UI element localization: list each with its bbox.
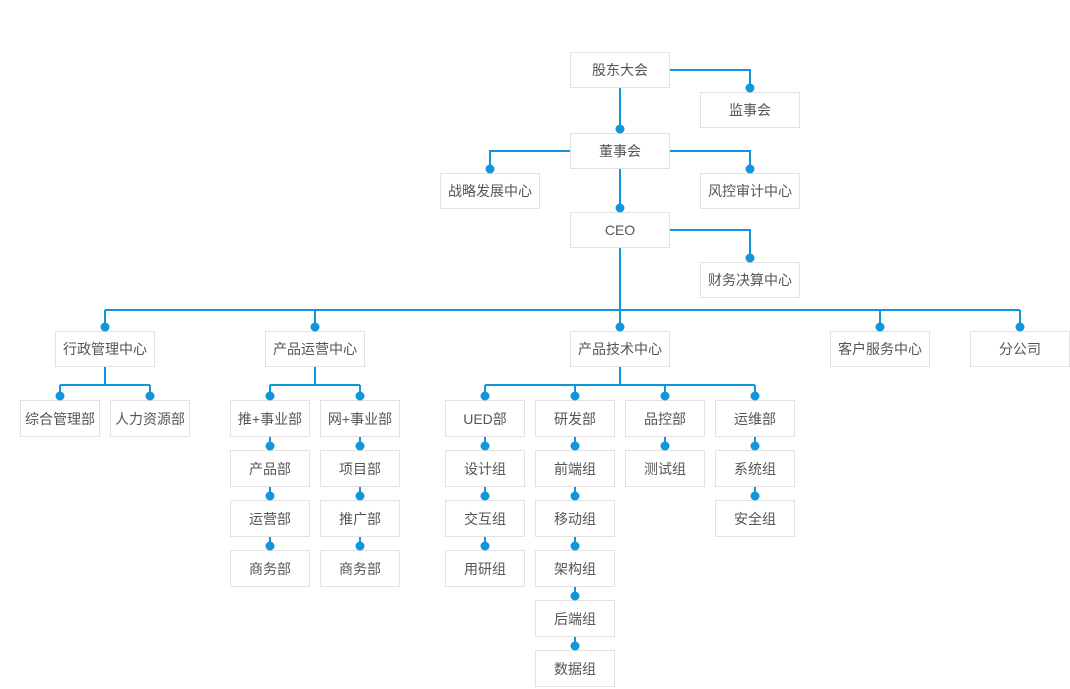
node-qc-dept: 品控部 [625, 400, 705, 437]
node-user-research-group: 用研组 [445, 550, 525, 587]
node-admin-center: 行政管理中心 [55, 331, 155, 367]
node-system-group: 系统组 [715, 450, 795, 487]
node-general-admin-dept: 综合管理部 [20, 400, 100, 437]
node-operations-dept: 运营部 [230, 500, 310, 537]
node-backend-group: 后端组 [535, 600, 615, 637]
node-project-dept: 项目部 [320, 450, 400, 487]
node-ceo: CEO [570, 212, 670, 248]
node-supervisory-board: 监事会 [700, 92, 800, 128]
node-shareholders-meeting: 股东大会 [570, 52, 670, 88]
node-testing-group: 测试组 [625, 450, 705, 487]
node-customer-service-center: 客户服务中心 [830, 331, 930, 367]
node-product-ops-center: 产品运营中心 [265, 331, 365, 367]
node-ued-dept: UED部 [445, 400, 525, 437]
node-business-dept-1: 商务部 [230, 550, 310, 587]
node-risk-audit-center: 风控审计中心 [700, 173, 800, 209]
node-design-group: 设计组 [445, 450, 525, 487]
node-strategy-center: 战略发展中心 [440, 173, 540, 209]
node-wang-division: 网+事业部 [320, 400, 400, 437]
node-frontend-group: 前端组 [535, 450, 615, 487]
node-product-tech-center: 产品技术中心 [570, 331, 670, 367]
node-hr-dept: 人力资源部 [110, 400, 190, 437]
node-tui-division: 推+事业部 [230, 400, 310, 437]
node-product-dept: 产品部 [230, 450, 310, 487]
node-interaction-group: 交互组 [445, 500, 525, 537]
node-rd-dept: 研发部 [535, 400, 615, 437]
node-board-of-directors: 董事会 [570, 133, 670, 169]
node-security-group: 安全组 [715, 500, 795, 537]
node-architecture-group: 架构组 [535, 550, 615, 587]
node-branch-company: 分公司 [970, 331, 1070, 367]
node-data-group: 数据组 [535, 650, 615, 687]
node-finance-center: 财务决算中心 [700, 262, 800, 298]
node-business-dept-2: 商务部 [320, 550, 400, 587]
node-promotion-dept: 推广部 [320, 500, 400, 537]
node-mobile-group: 移动组 [535, 500, 615, 537]
node-devops-dept: 运维部 [715, 400, 795, 437]
